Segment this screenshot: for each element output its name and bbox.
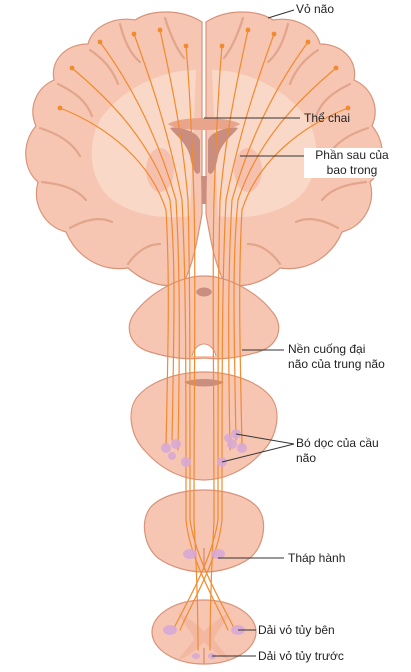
label-corpus-callosum: Thể chai bbox=[304, 111, 351, 125]
label-pons-bundles-line2: não bbox=[296, 451, 317, 465]
spinal-gray-matter bbox=[178, 612, 230, 660]
midbrain-section bbox=[128, 275, 280, 360]
label-cortex: Vỏ não bbox=[296, 2, 335, 16]
label-internal-capsule-line1: Phần sau của bbox=[315, 148, 389, 162]
third-ventricle bbox=[201, 176, 207, 204]
pyramid-bundles bbox=[183, 549, 225, 559]
label-cerebral-peduncle-line1: Nền cuống đại bbox=[288, 342, 366, 356]
fiber-r6 bbox=[239, 107, 349, 447]
corpus-callosum bbox=[168, 118, 240, 130]
label-pons-bundles-line1: Bó dọc của cầu bbox=[296, 436, 379, 450]
label-anterior-tract: Dải vỏ tủy trước bbox=[258, 649, 344, 663]
pons-section bbox=[130, 371, 278, 481]
interpeduncular-notch bbox=[191, 343, 217, 357]
fiber-r5 bbox=[209, 45, 223, 651]
label-pyramid: Tháp hành bbox=[288, 551, 346, 565]
lateral-ventricles bbox=[170, 127, 238, 174]
label-cerebral-peduncle: Nền cuống đại não của trung não bbox=[288, 342, 385, 372]
midbrain bbox=[128, 275, 280, 360]
fiber-r2 bbox=[228, 41, 309, 451]
neuron-cell-bodies bbox=[57, 27, 351, 111]
medulla bbox=[143, 489, 265, 573]
leader-lines bbox=[204, 9, 306, 657]
label-lateral-tract: Dải vỏ tủy bên bbox=[258, 623, 335, 637]
fiber-l6 bbox=[59, 107, 169, 447]
fiber-r4 bbox=[173, 29, 249, 629]
label-internal-capsule-line2: bao trong bbox=[326, 163, 378, 177]
fiber-l5 bbox=[185, 45, 199, 651]
basal-ganglia-left bbox=[146, 148, 174, 192]
fiber-l4 bbox=[159, 29, 235, 629]
medulla-section bbox=[143, 489, 265, 573]
fiber-r1 bbox=[233, 67, 337, 441]
fiber-l1 bbox=[71, 67, 175, 441]
fiber-l2 bbox=[99, 41, 180, 451]
cerebral-aqueduct bbox=[196, 287, 212, 297]
basal-ganglia-right bbox=[234, 148, 262, 192]
label-pons-bundles: Bó dọc của cầu não bbox=[296, 436, 379, 466]
label-internal-capsule: Phần sau của bao trong bbox=[304, 148, 400, 178]
spinal-cord bbox=[151, 599, 257, 665]
pons bbox=[130, 371, 278, 481]
fiber-tracts bbox=[59, 29, 349, 651]
label-cerebral-peduncle-line2: não của trung não bbox=[288, 357, 385, 371]
sulci bbox=[38, 16, 370, 266]
